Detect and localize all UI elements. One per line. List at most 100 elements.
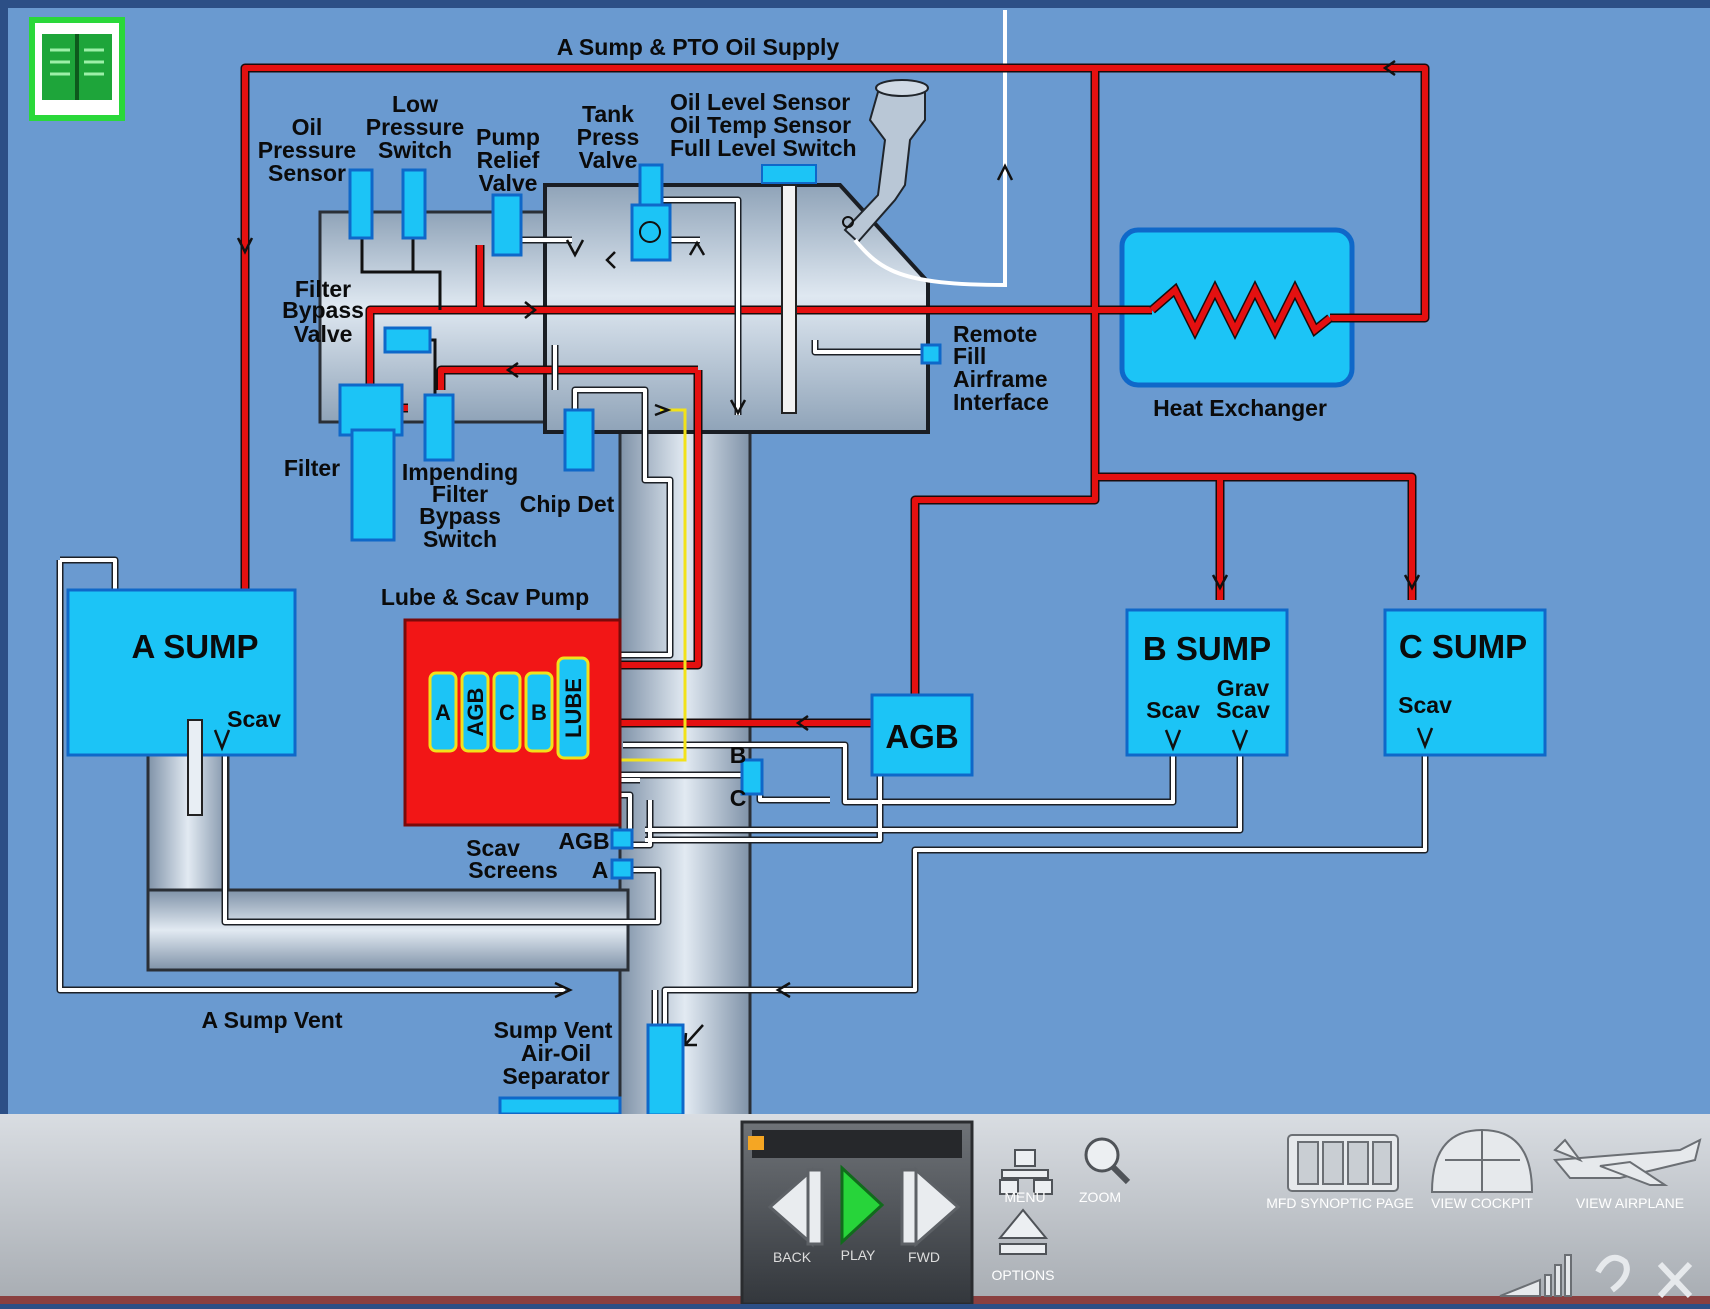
pump-element-c[interactable]: C bbox=[492, 671, 522, 753]
lube-line bbox=[600, 408, 687, 762]
fwd-button[interactable]: FWD bbox=[900, 1166, 961, 1265]
airplane-icon bbox=[1552, 1138, 1702, 1186]
chip-detector[interactable] bbox=[563, 408, 595, 472]
pump-element-b[interactable]: B bbox=[524, 671, 554, 753]
oil-pressure-sensor[interactable] bbox=[348, 168, 374, 240]
mfd-synoptic-label: MFD SYNOPTIC PAGE bbox=[1266, 1195, 1414, 1211]
agb-block[interactable] bbox=[870, 693, 974, 777]
label-a-sump: A SUMP bbox=[131, 628, 258, 665]
label-low-pressure-switch-3: Switch bbox=[378, 137, 452, 163]
label-scav-screens-2: Screens bbox=[468, 857, 558, 883]
tank-press-valve-body bbox=[630, 203, 672, 262]
label-scav-screens-1: Scav bbox=[466, 835, 520, 861]
label-oil-temp-sensor: Oil Temp Sensor bbox=[670, 112, 851, 138]
b-c-check-valve bbox=[740, 758, 764, 796]
zoom-icon bbox=[1084, 1137, 1131, 1185]
label-oil-pressure-sensor-2: Pressure bbox=[258, 137, 356, 163]
label-b-sump-grav-2: Scav bbox=[1216, 697, 1270, 723]
label-agb: AGB bbox=[885, 718, 958, 755]
label-oil-pressure-sensor-1: Oil bbox=[292, 114, 323, 140]
pump-element-label: A bbox=[435, 700, 451, 725]
help-icon[interactable] bbox=[1595, 1254, 1630, 1293]
label-b-sump: B SUMP bbox=[1143, 630, 1271, 667]
close-icon[interactable] bbox=[1657, 1261, 1693, 1299]
pump-element-agb[interactable]: AGB bbox=[460, 671, 490, 753]
label-remote-fill-2: Fill bbox=[953, 343, 986, 369]
low-pressure-switch[interactable] bbox=[401, 168, 427, 240]
fwd-label: FWD bbox=[908, 1249, 940, 1265]
label-separator-1: Sump Vent bbox=[494, 1017, 613, 1043]
menu-button[interactable]: MENU bbox=[999, 1149, 1053, 1205]
label-filter-bypass-valve-2: Bypass bbox=[282, 297, 364, 323]
label-remote-fill-3: Airframe bbox=[953, 366, 1048, 392]
zoom-label: ZOOM bbox=[1079, 1189, 1121, 1205]
remote-fill-interface[interactable] bbox=[920, 343, 942, 365]
label-impending-4: Switch bbox=[423, 526, 497, 552]
label-impending-3: Bypass bbox=[419, 503, 501, 529]
back-label: BACK bbox=[773, 1249, 812, 1265]
label-oil-level-sensor: Oil Level Sensor bbox=[670, 89, 850, 115]
label-a-sump-vent: A Sump Vent bbox=[202, 1007, 343, 1033]
mfd-synoptic-page-button[interactable]: MFD SYNOPTIC PAGE bbox=[1266, 1134, 1414, 1211]
label-filter-bypass-valve-1: Filter bbox=[295, 276, 351, 302]
b-sump[interactable] bbox=[1125, 608, 1289, 757]
a-sump[interactable] bbox=[66, 588, 297, 757]
filter-head bbox=[338, 383, 404, 437]
c-sump[interactable] bbox=[1383, 608, 1547, 757]
label-tank-press-valve-2: Press bbox=[577, 124, 640, 150]
label-heat-exchanger: Heat Exchanger bbox=[1153, 395, 1327, 421]
eject-icon bbox=[997, 1208, 1049, 1255]
view-cockpit-button[interactable]: VIEW COCKPIT bbox=[1430, 1128, 1533, 1211]
play-label: PLAY bbox=[841, 1247, 876, 1263]
label-chip-det: Chip Det bbox=[520, 491, 615, 517]
mfd-display-icon bbox=[1287, 1134, 1399, 1192]
pump-element-label: B bbox=[531, 700, 547, 725]
filter[interactable] bbox=[350, 428, 396, 542]
pump-element-a[interactable]: A bbox=[428, 671, 458, 753]
label-supply-title: A Sump & PTO Oil Supply bbox=[557, 34, 840, 60]
label-c-mark: C bbox=[730, 785, 747, 811]
pump-element-label: LUBE bbox=[561, 678, 586, 738]
progress-indicator bbox=[748, 1136, 764, 1150]
label-low-pressure-switch-1: Low bbox=[392, 91, 438, 117]
options-label: OPTIONS bbox=[991, 1267, 1054, 1283]
back-button[interactable]: BACK bbox=[767, 1166, 824, 1265]
label-separator-2: Air-Oil bbox=[521, 1040, 591, 1066]
label-pump-relief-valve-3: Valve bbox=[479, 170, 538, 196]
label-oil-pressure-sensor-3: Sensor bbox=[268, 160, 346, 186]
agb-scav-screen bbox=[610, 828, 634, 850]
sump-vent-separator[interactable] bbox=[646, 1023, 685, 1117]
label-b-mark: B bbox=[730, 742, 747, 768]
pump-element-lube[interactable]: LUBE bbox=[556, 656, 590, 760]
impending-filter-bypass-switch[interactable] bbox=[423, 393, 455, 462]
label-b-sump-grav-1: Grav bbox=[1217, 675, 1270, 701]
options-button[interactable]: OPTIONS bbox=[991, 1208, 1055, 1283]
label-remote-fill-4: Interface bbox=[953, 389, 1049, 415]
label-impending-1: Impending bbox=[402, 459, 518, 485]
zoom-button[interactable]: ZOOM bbox=[1079, 1137, 1131, 1205]
label-pump-relief-valve-2: Relief bbox=[477, 147, 540, 173]
manual-book-icon[interactable] bbox=[29, 17, 125, 121]
play-button[interactable]: PLAY bbox=[840, 1164, 885, 1263]
label-a-sump-scav: Scav bbox=[227, 706, 281, 732]
filter-bypass-valve[interactable] bbox=[383, 326, 432, 354]
oil-level-sensor-rod bbox=[781, 184, 797, 414]
a-scav-screen bbox=[610, 858, 634, 880]
label-c-sump: C SUMP bbox=[1399, 628, 1527, 665]
volume-icon[interactable] bbox=[1499, 1254, 1572, 1297]
view-cockpit-label: VIEW COCKPIT bbox=[1431, 1195, 1533, 1211]
bottom-toolbar: BACK PLAY FWD MENU ZOOM bbox=[0, 1114, 1710, 1306]
label-c-sump-scav: Scav bbox=[1398, 692, 1452, 718]
components bbox=[66, 163, 1547, 1117]
view-airplane-button[interactable]: VIEW AIRPLANE bbox=[1552, 1138, 1702, 1211]
label-full-level-switch: Full Level Switch bbox=[670, 135, 857, 161]
pump-relief-valve[interactable] bbox=[491, 193, 523, 257]
label-separator-3: Separator bbox=[502, 1063, 609, 1089]
label-tank-press-valve-1: Tank bbox=[582, 101, 634, 127]
label-b-sump-scav: Scav bbox=[1146, 697, 1200, 723]
label-screen-a: A bbox=[592, 857, 609, 883]
label-tank-press-valve-3: Valve bbox=[579, 147, 638, 173]
